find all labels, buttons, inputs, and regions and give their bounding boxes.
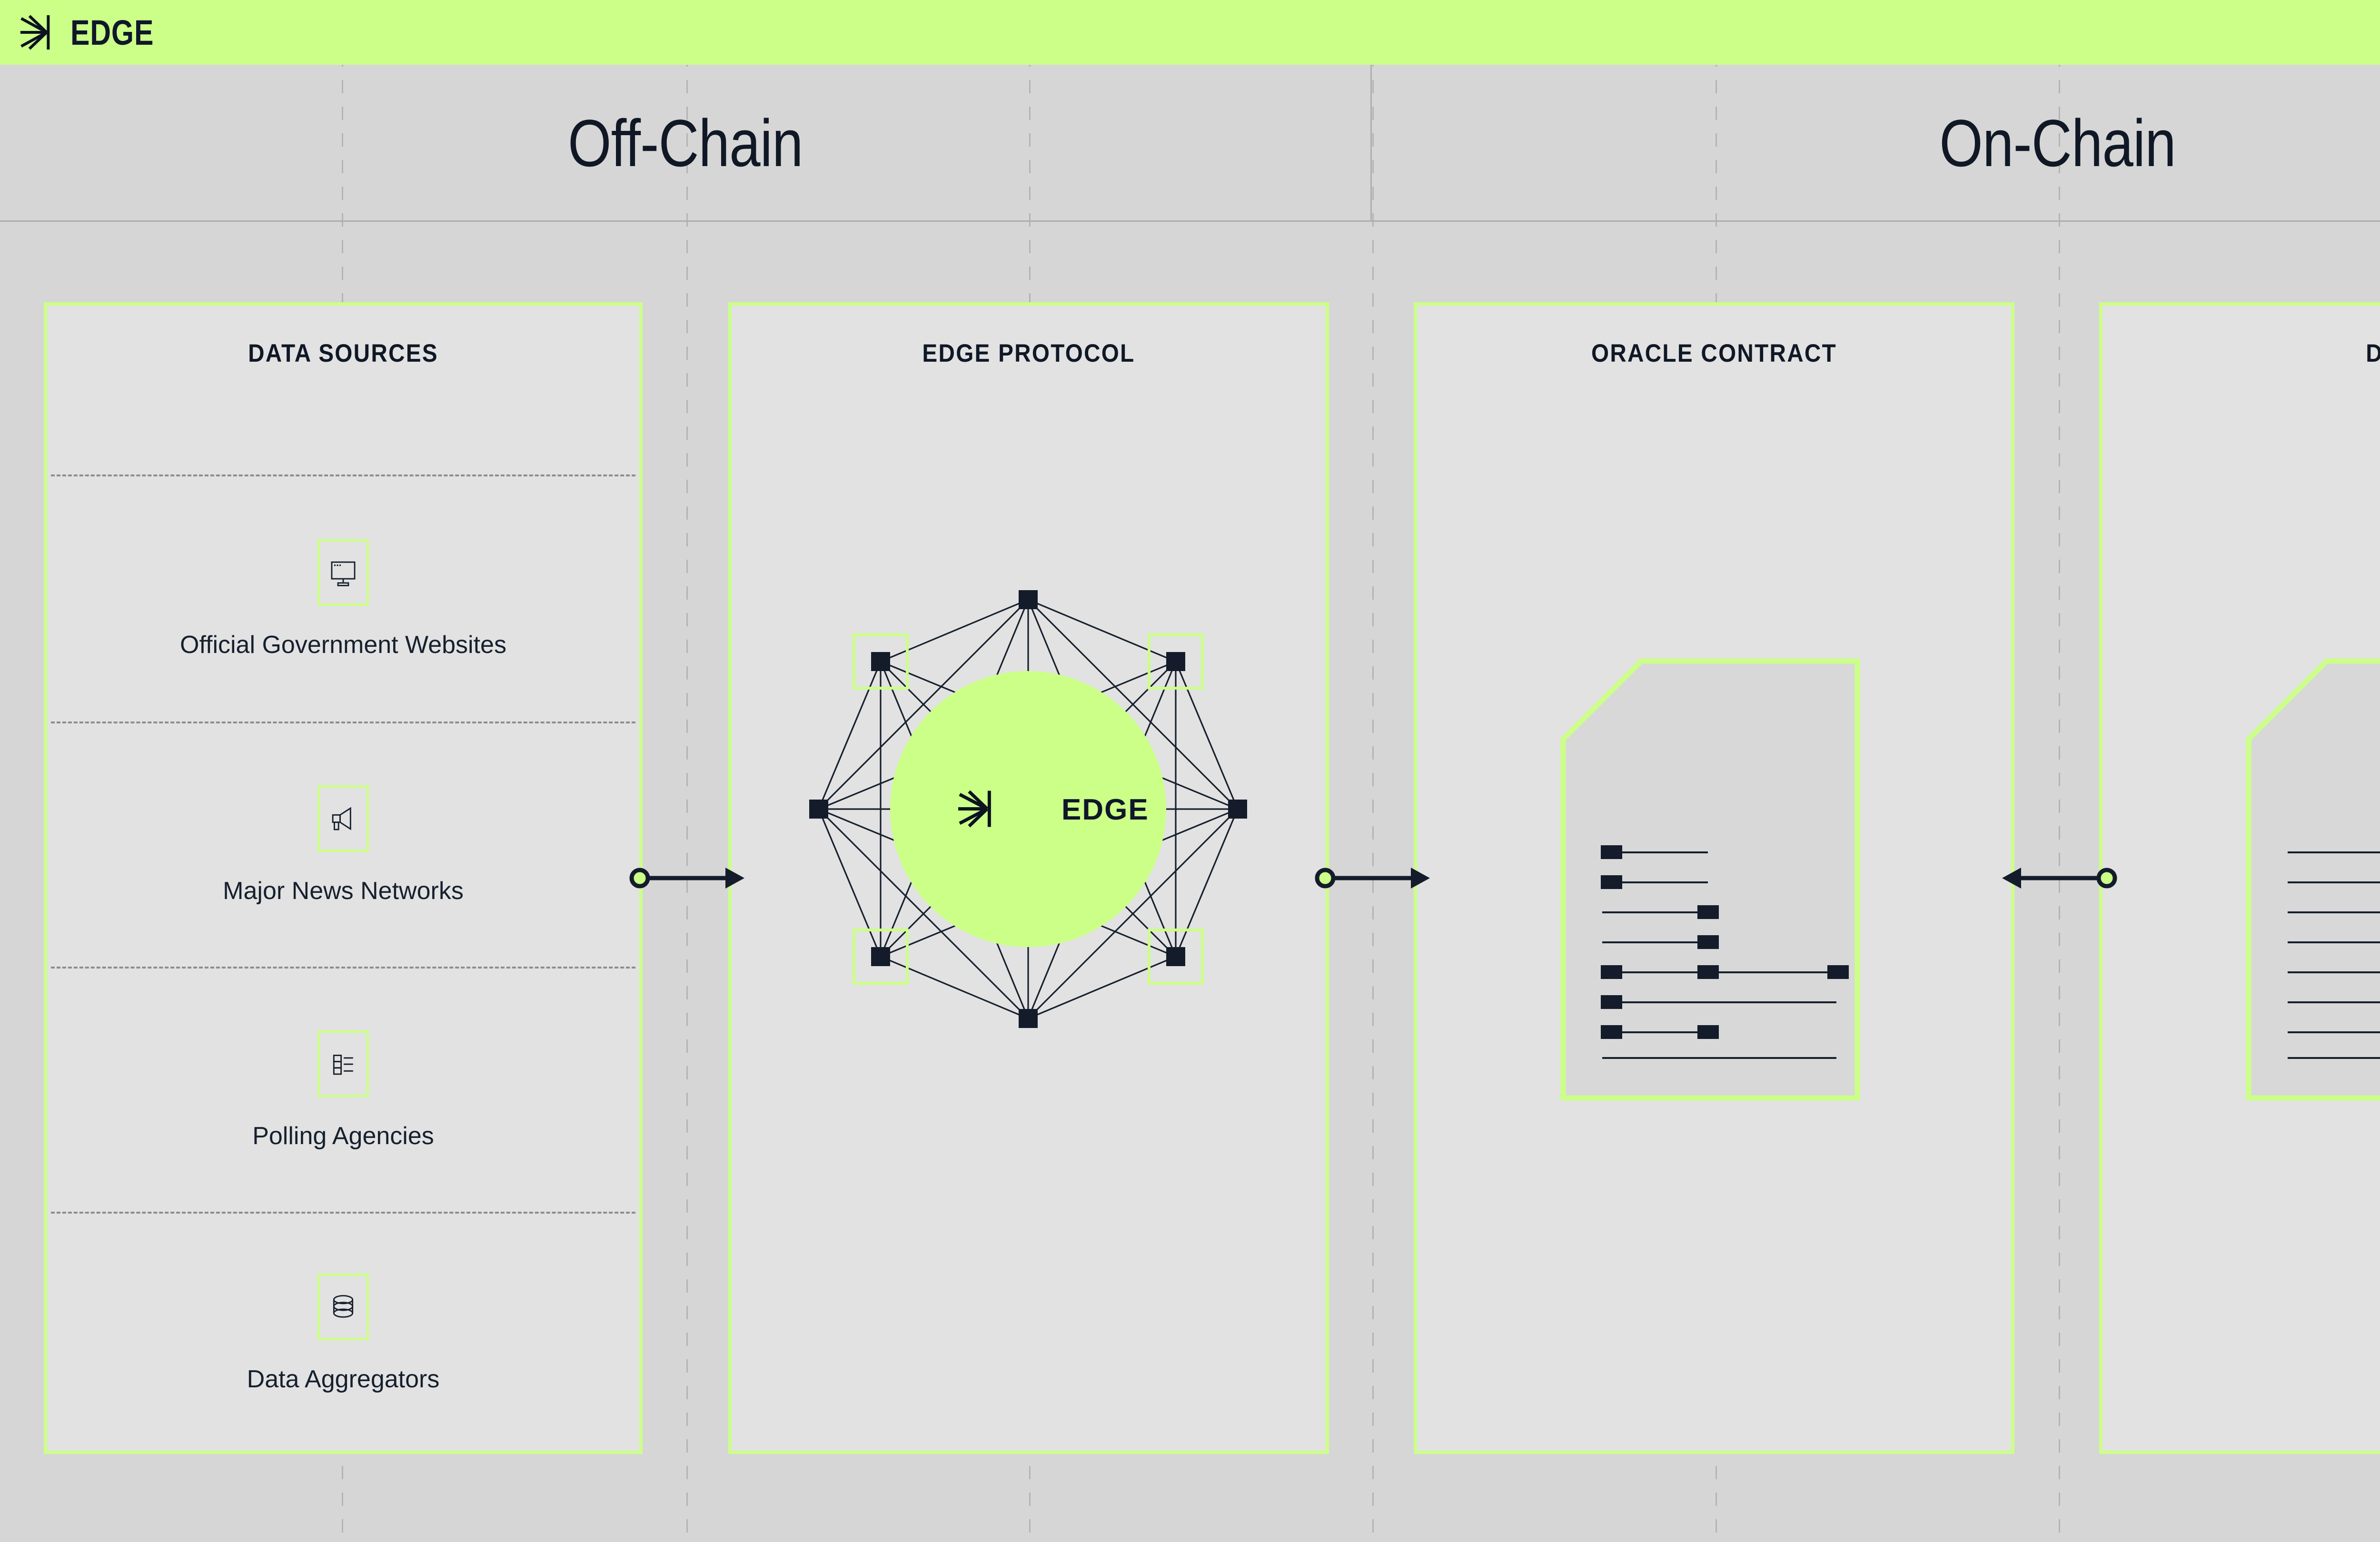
arrowhead-left-icon <box>2002 868 2021 889</box>
edge-converging-rays-icon <box>20 15 50 50</box>
edge-converging-rays-icon <box>958 790 991 828</box>
section-header-row: Off-Chain On-Chain <box>0 65 2380 222</box>
panel-title-divider <box>51 474 635 476</box>
grid-line <box>1372 0 1374 1542</box>
list-item-label: Polling Agencies <box>252 1122 434 1150</box>
list-item[interactable]: Major News Networks <box>51 722 635 967</box>
connector-origin-dot <box>629 868 650 889</box>
edge-hub-circle <box>890 671 1166 947</box>
list-item-label: Data Aggregators <box>247 1365 440 1393</box>
list-item-label: Major News Networks <box>223 877 464 905</box>
arrowhead-right-icon <box>725 868 744 889</box>
poll-list-icon <box>317 1030 369 1097</box>
arrowhead-right-icon <box>1411 868 1430 889</box>
document-code-lines <box>2288 851 2380 1059</box>
panel-title: DAPP <box>2132 306 2380 401</box>
app-header: EDGE / EDGE PROOFS DIAGRAM <box>0 0 2380 65</box>
edge-protocol-network-graph[interactable]: EDGE <box>733 571 1323 1171</box>
brand-name: EDGE <box>70 12 154 52</box>
panel-title: EDGE PROTOCOL <box>922 339 1135 367</box>
network-nodes <box>809 590 1247 1028</box>
connector-dapp-to-oracle[interactable] <box>1999 859 2118 897</box>
network-node-highlights <box>853 633 1204 985</box>
grid-line <box>686 0 688 1542</box>
list-item[interactable]: Polling Agencies <box>51 967 635 1212</box>
list-item-label: Official Government Websites <box>180 631 506 659</box>
panel-title: DATA SOURCES <box>248 339 438 367</box>
monitor-icon <box>317 539 369 606</box>
connector-sources-to-protocol[interactable] <box>628 859 747 897</box>
edge-hub-label: EDGE <box>1061 793 1149 826</box>
connector-origin-dot <box>2096 868 2117 889</box>
panel-title: ORACLE CONTRACT <box>1591 339 1837 367</box>
section-on-chain: On-Chain <box>1373 65 2380 222</box>
connector-origin-dot <box>1315 868 1336 889</box>
list-item[interactable]: Data Aggregators <box>51 1212 635 1453</box>
panel-data-sources[interactable]: DATA SOURCES Official Government Website… <box>44 302 643 1454</box>
brand-lockup[interactable]: EDGE <box>17 12 172 53</box>
section-underline <box>0 220 2380 222</box>
grid-line <box>2059 0 2060 1542</box>
megaphone-icon <box>317 785 369 852</box>
document-markers <box>1601 845 1849 1039</box>
section-title: On-Chain <box>1939 106 2176 180</box>
list-item[interactable]: Official Government Websites <box>51 476 635 722</box>
connector-protocol-to-oracle[interactable] <box>1314 859 1433 897</box>
contract-document-icon[interactable] <box>1560 658 1860 1101</box>
database-icon <box>317 1274 369 1340</box>
section-title: Off-Chain <box>567 106 803 180</box>
document-code-lines <box>1602 851 1836 1059</box>
section-off-chain: Off-Chain <box>0 65 1372 222</box>
contract-document-icon[interactable] <box>2246 658 2380 1101</box>
